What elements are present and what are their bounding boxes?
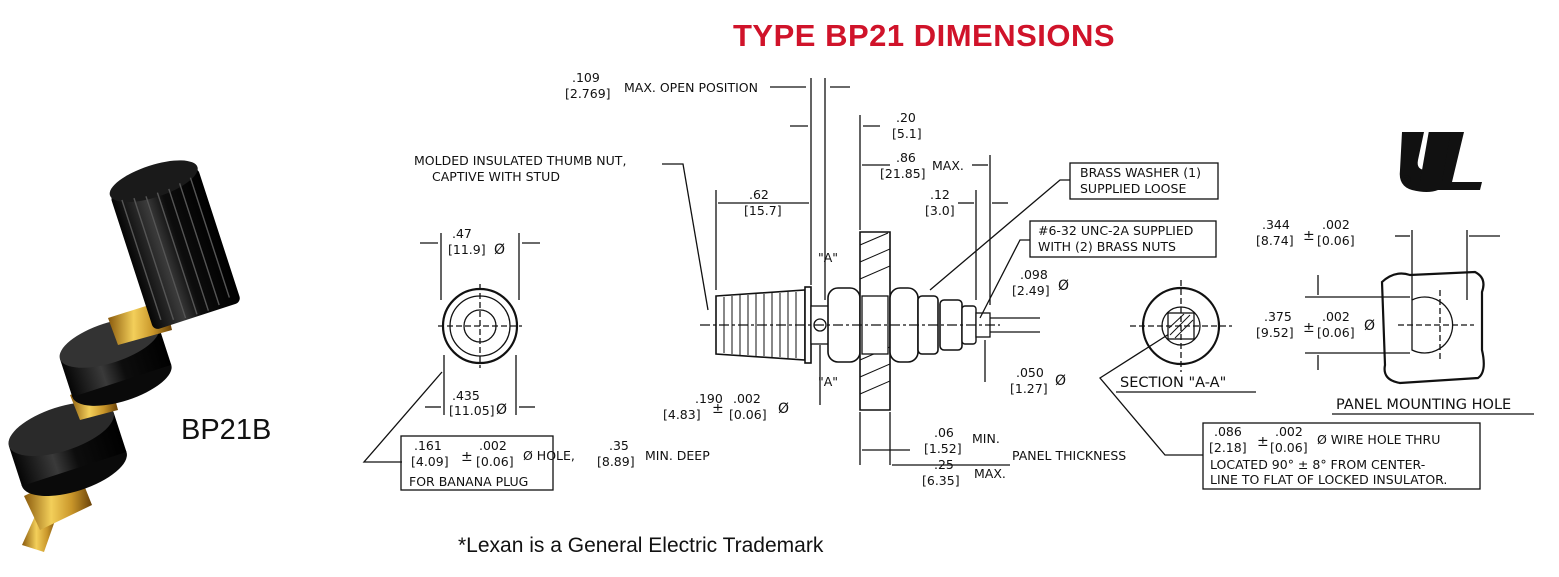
section-label: SECTION "A-A" bbox=[1120, 375, 1226, 391]
section-mark-top: "A" bbox=[818, 250, 838, 265]
wire-in: .086 bbox=[1214, 424, 1242, 439]
d344-tol-mm: [0.06] bbox=[1317, 233, 1355, 248]
d375-pm: ± bbox=[1303, 320, 1315, 336]
d190-dia: Ø bbox=[778, 401, 789, 417]
footnote: *Lexan is a General Electric Trademark bbox=[458, 534, 824, 557]
d12-mm: [3.0] bbox=[925, 203, 955, 218]
d050-dia: Ø bbox=[1055, 373, 1066, 389]
hole-text: Ø HOLE, bbox=[523, 448, 575, 463]
open-mm: [2.769] bbox=[565, 86, 611, 101]
thumb-line1: MOLDED INSULATED THUMB NUT, bbox=[414, 153, 626, 168]
d190-tol-in: .002 bbox=[733, 391, 761, 406]
section-a-a bbox=[1130, 280, 1232, 372]
thread-line1: #6-32 UNC-2A SUPPLIED bbox=[1038, 223, 1193, 238]
d62-mm: [15.7] bbox=[744, 203, 782, 218]
d344-mm: [8.74] bbox=[1256, 233, 1294, 248]
d25-max: MAX. bbox=[974, 466, 1006, 481]
d86-text: MAX. bbox=[932, 158, 964, 173]
d25-mm: [6.35] bbox=[922, 473, 960, 488]
hole161-in: .161 bbox=[414, 438, 442, 453]
deep-text: MIN. DEEP bbox=[645, 448, 710, 463]
d344-tol-in: .002 bbox=[1322, 217, 1350, 232]
d190-mm: [4.83] bbox=[663, 407, 701, 422]
washer-line1: BRASS WASHER (1) bbox=[1080, 165, 1201, 180]
registered-mark: ® bbox=[1400, 172, 1413, 187]
d344-in: .344 bbox=[1262, 217, 1290, 232]
product-photo bbox=[8, 160, 240, 552]
page-title: TYPE BP21 DIMENSIONS bbox=[733, 18, 1116, 53]
ul-logo bbox=[1399, 132, 1482, 192]
d098-in: .098 bbox=[1020, 267, 1048, 282]
d375-tol-in: .002 bbox=[1322, 309, 1350, 324]
wire-mm: [2.18] bbox=[1209, 440, 1247, 455]
hole161-tol-in: .002 bbox=[479, 438, 507, 453]
d12-in: .12 bbox=[930, 187, 950, 202]
d86-in: .86 bbox=[896, 150, 916, 165]
panel-mounting-hole bbox=[1305, 230, 1500, 385]
d375-dia: Ø bbox=[1364, 318, 1375, 334]
wire-tol-mm: [0.06] bbox=[1270, 440, 1308, 455]
dim-435-in: .435 bbox=[452, 388, 480, 403]
panel-thickness: PANEL THICKNESS bbox=[1012, 448, 1126, 463]
d06-in: .06 bbox=[934, 425, 954, 440]
banana-text: FOR BANANA PLUG bbox=[409, 474, 528, 489]
d190-in: .190 bbox=[695, 391, 723, 406]
d20-in: .20 bbox=[896, 110, 916, 125]
dim-47-in: .47 bbox=[452, 226, 472, 241]
d098-mm: [2.49] bbox=[1012, 283, 1050, 298]
d050-mm: [1.27] bbox=[1010, 381, 1048, 396]
open-text: MAX. OPEN POSITION bbox=[624, 80, 758, 95]
deep-mm: [8.89] bbox=[597, 454, 635, 469]
d375-tol-mm: [0.06] bbox=[1317, 325, 1355, 340]
open-in: .109 bbox=[572, 70, 600, 85]
d25-in: .25 bbox=[934, 457, 954, 472]
hole161-tol-mm: [0.06] bbox=[476, 454, 514, 469]
d62-in: .62 bbox=[749, 187, 769, 202]
washer-line2: SUPPLIED LOOSE bbox=[1080, 181, 1186, 196]
wire-tol-in: .002 bbox=[1275, 424, 1303, 439]
washer-callout bbox=[1069, 162, 1219, 200]
thread-line2: WITH (2) BRASS NUTS bbox=[1038, 239, 1176, 254]
wire-line2: LOCATED 90° ± 8° FROM CENTER- bbox=[1210, 457, 1425, 472]
d86-mm: [21.85] bbox=[880, 166, 926, 181]
d375-mm: [9.52] bbox=[1256, 325, 1294, 340]
deep-in: .35 bbox=[609, 438, 629, 453]
panel-hole-label: PANEL MOUNTING HOLE bbox=[1336, 397, 1511, 413]
thread-callout bbox=[1029, 220, 1217, 258]
wire-pm: ± bbox=[1257, 434, 1269, 450]
wire-line3: LINE TO FLAT OF LOCKED INSULATOR. bbox=[1210, 472, 1447, 487]
end-view bbox=[362, 233, 540, 463]
d06-min: MIN. bbox=[972, 431, 1000, 446]
model-label: BP21B bbox=[181, 414, 272, 446]
hole161-mm: [4.09] bbox=[411, 454, 449, 469]
thumb-line2: CAPTIVE WITH STUD bbox=[432, 169, 560, 184]
dim-47-dia: Ø bbox=[494, 242, 505, 258]
d050-in: .050 bbox=[1016, 365, 1044, 380]
hole161-pm: ± bbox=[461, 449, 473, 465]
side-view bbox=[662, 78, 1203, 466]
d190-tol-mm: [0.06] bbox=[729, 407, 767, 422]
wire-callout bbox=[1202, 422, 1481, 490]
wire-text: Ø WIRE HOLE THRU bbox=[1317, 432, 1440, 447]
d098-dia: Ø bbox=[1058, 278, 1069, 294]
banana-callout bbox=[400, 435, 554, 491]
d190-pm: ± bbox=[712, 401, 724, 417]
d20-mm: [5.1] bbox=[892, 126, 922, 141]
dim-435-dia: Ø bbox=[496, 402, 507, 418]
d06-mm: [1.52] bbox=[924, 441, 962, 456]
dim-47-mm: [11.9] bbox=[448, 242, 486, 257]
section-mark-bottom: "A" bbox=[818, 374, 838, 389]
dim-435-mm: [11.05] bbox=[449, 403, 495, 418]
d344-pm: ± bbox=[1303, 228, 1315, 244]
d375-in: .375 bbox=[1264, 309, 1292, 324]
